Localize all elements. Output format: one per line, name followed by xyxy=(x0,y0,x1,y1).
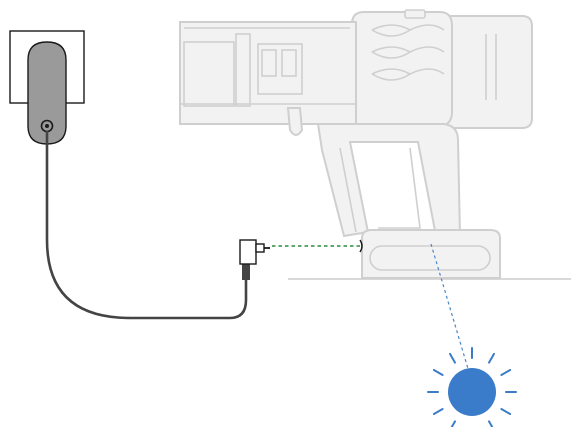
charging-port-mark xyxy=(359,239,363,253)
vacuum-trigger xyxy=(286,107,304,136)
charger-adapter-icon xyxy=(27,41,67,145)
cordless-vacuum-icon xyxy=(179,9,533,279)
right-angle-dc-plug-icon xyxy=(239,239,270,280)
led-indicator-light-icon xyxy=(427,347,517,427)
vacuum-battery-pack xyxy=(430,15,533,129)
vacuum-cyclone-housing xyxy=(348,11,453,127)
power-cable-icon xyxy=(45,130,248,320)
vacuum-handle xyxy=(316,123,462,238)
indicator-guide-line xyxy=(430,243,470,373)
